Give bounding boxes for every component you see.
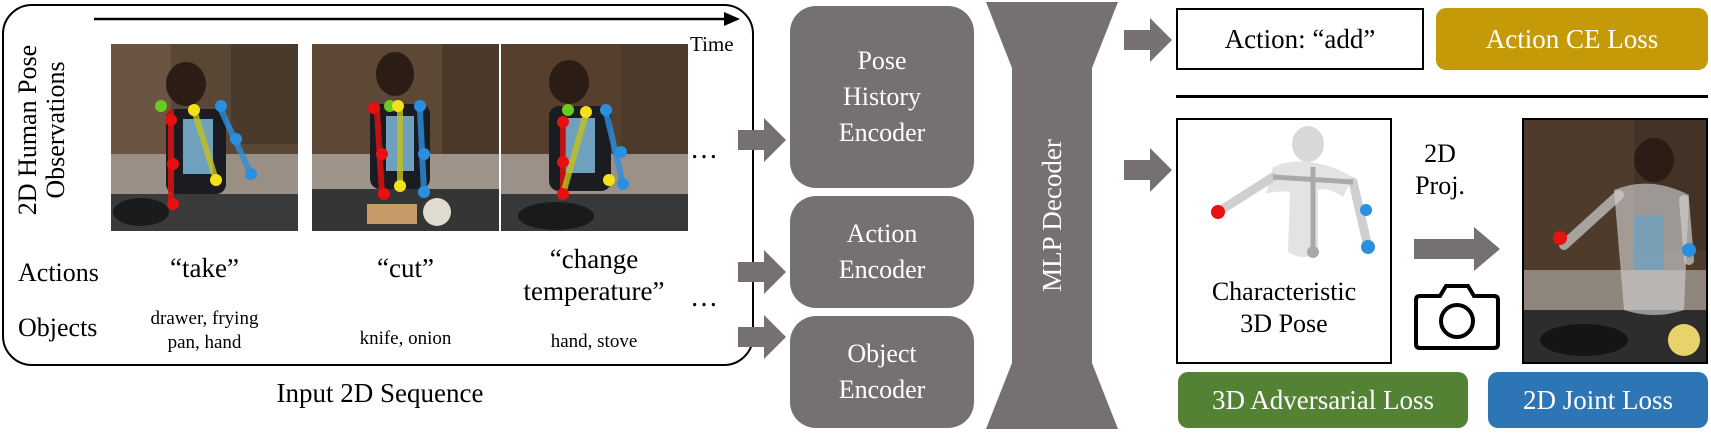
arrow-to-action-encoder: [738, 250, 786, 294]
object-label-1-line-2: pan, hand: [167, 332, 242, 353]
pose-encoder-line-2: History: [843, 82, 921, 111]
object-label-1-line-1: drawer, frying: [150, 308, 259, 329]
object-label-3: hand, stove: [550, 331, 638, 352]
3d-pose-figure: [1211, 126, 1375, 258]
objects-row-label: Objects: [18, 313, 98, 342]
arrow-to-3d-pose: [1124, 148, 1172, 192]
action-encoder-line-2: Encoder: [838, 255, 926, 284]
action-label-3: “change temperature”: [496, 243, 692, 307]
pose-caption: Characteristic 3D Pose: [1178, 276, 1390, 340]
video-frame-3: [501, 44, 688, 231]
pose-encoder-line-1: Pose: [857, 46, 907, 75]
2d-joint-loss: 2D Joint Loss: [1488, 372, 1708, 428]
title-line-1: 2D Human Pose: [13, 44, 42, 216]
object-encoder-line-1: Object: [847, 339, 917, 368]
pose-caption-line-1: Characteristic: [1211, 277, 1357, 306]
video-frame-1: [111, 44, 298, 231]
object-label-1: drawer, frying pan, hand: [111, 307, 298, 355]
pose-history-encoder: Pose History Encoder: [790, 6, 974, 188]
object-encoder: Object Encoder: [790, 316, 974, 428]
action-label-1: “take”: [170, 253, 239, 283]
time-arrow: [94, 12, 740, 26]
camera-icon: [1414, 284, 1500, 350]
action-encoder-line-1: Action: [846, 219, 918, 248]
action-output-box: Action: “add”: [1176, 8, 1424, 70]
3d-adversarial-loss: 3D Adversarial Loss: [1178, 372, 1468, 428]
sequence-caption: Input 2D Sequence: [276, 378, 484, 408]
action-ce-loss: Action CE Loss: [1436, 8, 1708, 70]
mlp-decoder: MLP Decoder: [986, 2, 1118, 429]
pose-caption-line-2: 3D Pose: [1240, 309, 1328, 338]
pose-observations-title: 2D Human Pose Observations: [13, 20, 70, 240]
projection-label-line-2: Proj.: [1415, 171, 1465, 200]
arrow-to-action-output: [1124, 18, 1172, 62]
projection-arrow: [1414, 227, 1500, 271]
input-sequence-box: [2, 4, 754, 366]
mlp-decoder-label: MLP Decoder: [1036, 139, 1067, 292]
action-label-2: “cut”: [377, 253, 434, 283]
action-label-3-line-1: “change: [549, 244, 639, 274]
action-label-3-line-2: temperature”: [523, 276, 665, 306]
actions-row-label: Actions: [18, 258, 99, 287]
pose-encoder-line-3: Encoder: [838, 118, 926, 147]
title-line-2: Observations: [41, 61, 70, 199]
divider-line: [1176, 95, 1708, 98]
actions-ellipsis: …: [690, 282, 722, 313]
object-label-2: knife, onion: [359, 328, 452, 349]
arrow-to-pose-encoder: [738, 118, 786, 162]
time-label: Time: [690, 32, 734, 56]
arrow-to-object-encoder: [738, 315, 786, 359]
video-frame-2: [312, 44, 499, 231]
projected-2d-image: [1522, 118, 1708, 364]
projection-label-line-1: 2D: [1424, 139, 1456, 168]
object-encoder-line-2: Encoder: [838, 375, 926, 404]
action-encoder: Action Encoder: [790, 196, 974, 308]
characteristic-3d-pose-box: Characteristic 3D Pose: [1176, 118, 1392, 364]
projection-label: 2D Proj.: [1400, 138, 1480, 202]
frames-ellipsis: …: [690, 134, 722, 165]
